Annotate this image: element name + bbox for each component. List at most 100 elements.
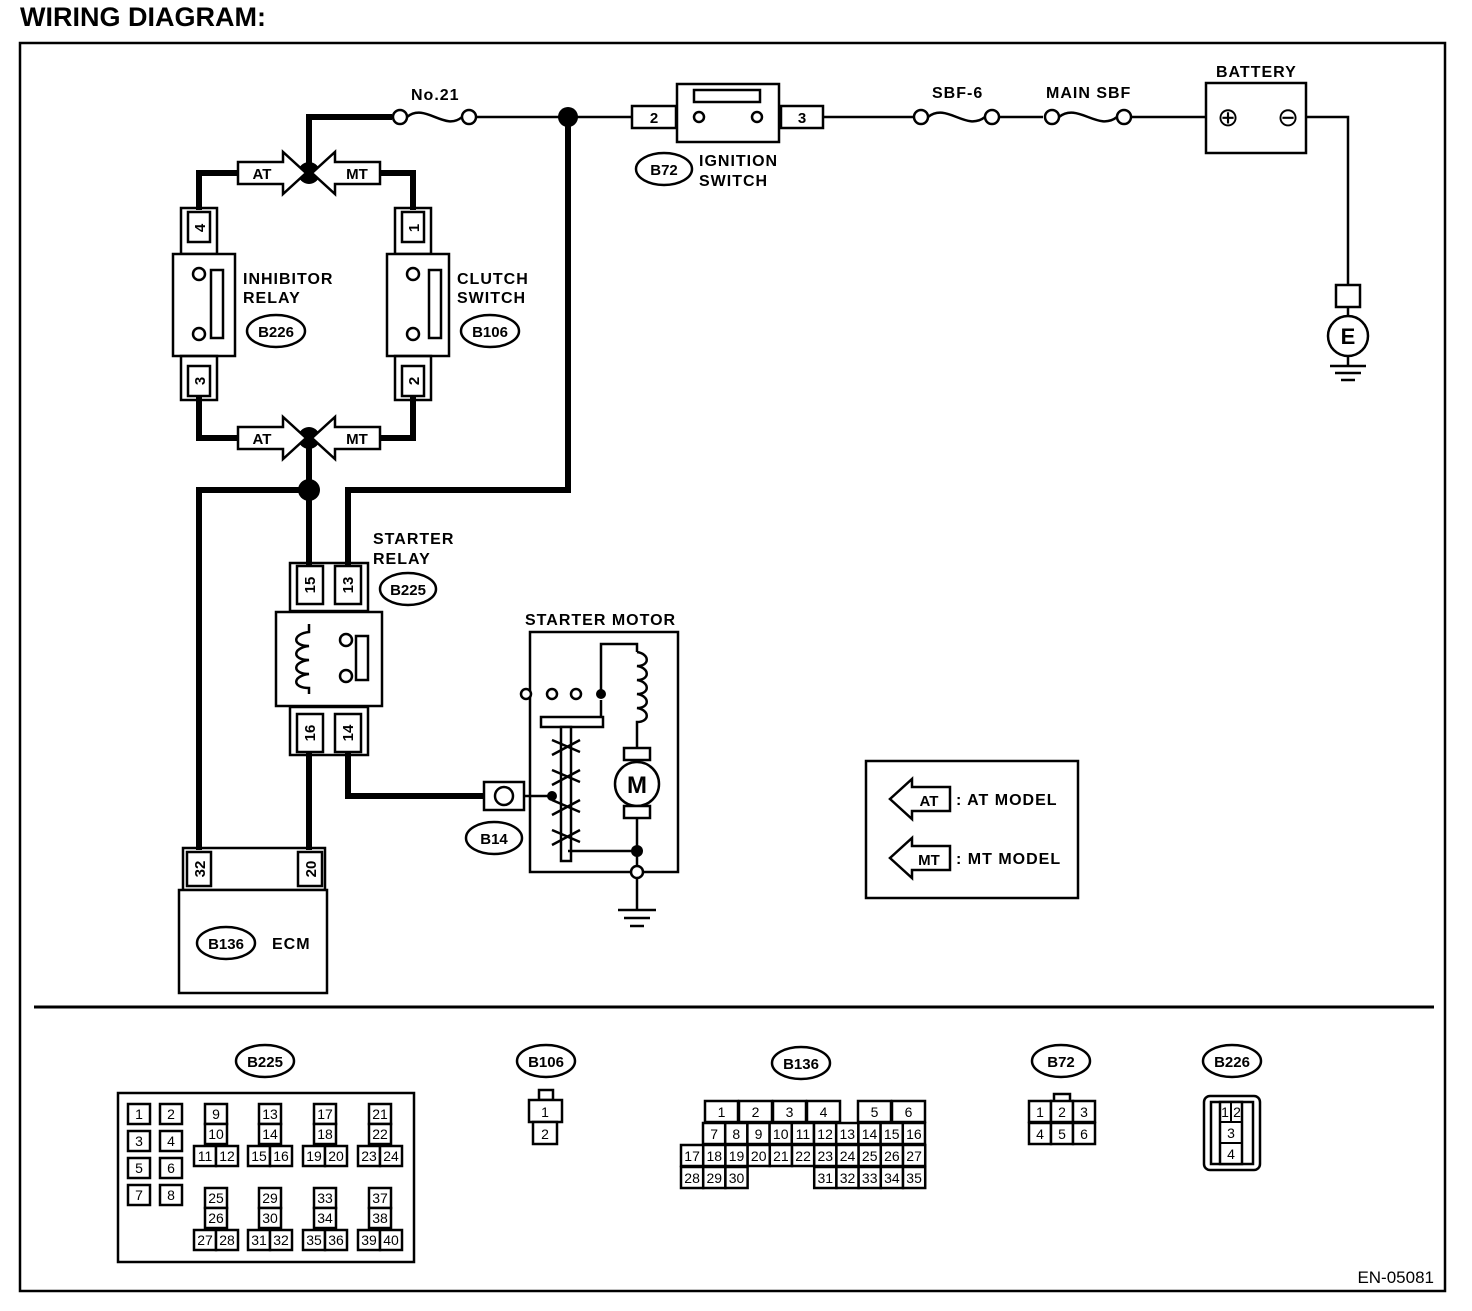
- fuse-no21-label: No.21: [411, 87, 460, 104]
- b136-pin-10: 10: [773, 1126, 789, 1142]
- ignition-connector-id: B72: [650, 162, 678, 179]
- b136-pin-25: 25: [862, 1148, 878, 1164]
- b225-pin-5-cell: [126, 1156, 152, 1180]
- ignition-pin-2: 2: [650, 110, 658, 127]
- b225-pin-19: 19: [306, 1148, 322, 1164]
- b136-pin-27: 27: [906, 1148, 922, 1164]
- b225-pin-12-cell: [214, 1144, 240, 1168]
- b225-pin-11: 11: [198, 1148, 213, 1164]
- starter-relay-pin-13: 13: [340, 577, 357, 594]
- b225-pin-22: 22: [372, 1126, 388, 1142]
- inhibitor-pin-3: 3: [192, 377, 209, 385]
- b136-pin-30: 30: [729, 1170, 745, 1186]
- b226-pin-4: 4: [1227, 1146, 1235, 1162]
- starter-motor-label: STARTER MOTOR: [525, 612, 676, 629]
- legend-mt-text: : MT MODEL: [956, 851, 1061, 868]
- inhibitor-pin-4: 4: [192, 223, 209, 232]
- connector-b226: B226 1 2 3 4: [1201, 1043, 1263, 1172]
- b225-pin-24: 24: [383, 1148, 399, 1164]
- ground-e-label: E: [1341, 324, 1356, 349]
- b136-pin-11: 11: [796, 1126, 811, 1142]
- relay-loop-wires: [196, 117, 571, 850]
- b225-pin-2: 2: [167, 1106, 175, 1122]
- b136-pin-20: 20: [751, 1148, 767, 1164]
- battery-minus-icon: ⊖: [1277, 102, 1299, 132]
- b225-pin-26: 26: [208, 1210, 224, 1226]
- starter-relay-label-1: STARTER: [373, 531, 454, 548]
- b136-pin-28: 28: [684, 1170, 700, 1186]
- b225-pin-14: 14: [262, 1126, 278, 1142]
- b225-pin-25: 25: [208, 1190, 224, 1206]
- b225-pin-7: 7: [135, 1187, 143, 1203]
- b136-pin-5: 5: [871, 1104, 879, 1120]
- b136-pin-26: 26: [884, 1148, 900, 1164]
- ecm-pin-20: 20: [303, 861, 320, 878]
- ignition-pin-3: 3: [798, 110, 806, 127]
- b136-pin-17: 17: [684, 1148, 700, 1164]
- legend: AT : AT MODEL MT : MT MODEL: [864, 759, 1080, 900]
- legend-mt-tag: MT: [918, 852, 940, 869]
- b225-pin-30: 30: [262, 1210, 278, 1226]
- b225-pin-18-cell: [312, 1122, 338, 1146]
- b225-pin-10-cell: [203, 1122, 229, 1146]
- inhibitor-label-1: INHIBITOR: [243, 271, 333, 288]
- b136-pin-9: 9: [755, 1126, 763, 1142]
- b225-pin-40-cell: [378, 1228, 404, 1252]
- b136-pin-6: 6: [905, 1104, 913, 1120]
- b226-pin-1: 1: [1221, 1104, 1229, 1120]
- clutch-pin-1: 1: [406, 224, 423, 232]
- b225-pin-16: 16: [273, 1148, 289, 1164]
- ecm: 32 20 B136 ECM: [177, 846, 329, 995]
- b136-pin-31: 31: [818, 1170, 834, 1186]
- starter-relay-connector-id: B225: [390, 582, 426, 599]
- b136-pin-34: 34: [884, 1170, 900, 1186]
- b226-pin-2: 2: [1233, 1104, 1241, 1120]
- ignition-label-2: SWITCH: [699, 173, 768, 190]
- b72-pin-5: 5: [1058, 1126, 1066, 1142]
- b225-pin-4-cell: [158, 1129, 184, 1153]
- b106-pin-2: 2: [541, 1126, 549, 1142]
- b225-pin-2-cell: [158, 1102, 184, 1126]
- b225-pin-28-cell: [214, 1228, 240, 1252]
- clutch-label-1: CLUTCH: [457, 271, 529, 288]
- b72-pin-1: 1: [1036, 1104, 1044, 1120]
- b225-pin-3: 3: [135, 1133, 143, 1149]
- b225-pin-31: 31: [251, 1232, 267, 1248]
- starter-motor: STARTER MOTOR B14 M: [464, 612, 680, 928]
- b225-pin-12: 12: [219, 1148, 235, 1164]
- b225-pin-8: 8: [167, 1187, 175, 1203]
- b136-pin-13: 13: [840, 1126, 856, 1142]
- b136-pin-12: 12: [817, 1126, 833, 1142]
- b136-pin-2: 2: [752, 1104, 760, 1120]
- ecm-label: ECM: [272, 936, 311, 953]
- power-line: [306, 107, 1206, 173]
- b72-pin-3: 3: [1080, 1104, 1088, 1120]
- ground-e: E: [1326, 283, 1370, 382]
- legend-at-text: : AT MODEL: [956, 792, 1058, 809]
- mt-tag-bottom: MT: [346, 431, 368, 448]
- b136-pin-1: 1: [718, 1104, 726, 1120]
- starter-relay-label-2: RELAY: [373, 551, 431, 568]
- b136-pin-18: 18: [707, 1148, 723, 1164]
- ignition-label-1: IGNITION: [699, 153, 778, 170]
- b106-pin-1: 1: [541, 1104, 549, 1120]
- b225-pin-20-cell: [323, 1144, 349, 1168]
- b225-pin-15: 15: [251, 1148, 267, 1164]
- b225-pin-36: 36: [328, 1232, 344, 1248]
- b225-pin-21: 21: [372, 1106, 388, 1122]
- b136-pin-21: 21: [773, 1148, 789, 1164]
- b136-pin-23: 23: [818, 1148, 834, 1164]
- clutch-label-2: SWITCH: [457, 290, 526, 307]
- b136-pin-8: 8: [732, 1126, 740, 1142]
- b225-pin-4: 4: [167, 1133, 175, 1149]
- battery-label: BATTERY: [1216, 64, 1297, 81]
- starter-relay-pin-14: 14: [340, 724, 357, 741]
- b72-pin-6-cell: [1071, 1121, 1097, 1146]
- battery-plus-icon: ⊕: [1217, 102, 1239, 132]
- at-tag-top: AT: [253, 166, 272, 183]
- b225-pin-30-cell: [257, 1206, 283, 1230]
- b136-pin-19: 19: [729, 1148, 745, 1164]
